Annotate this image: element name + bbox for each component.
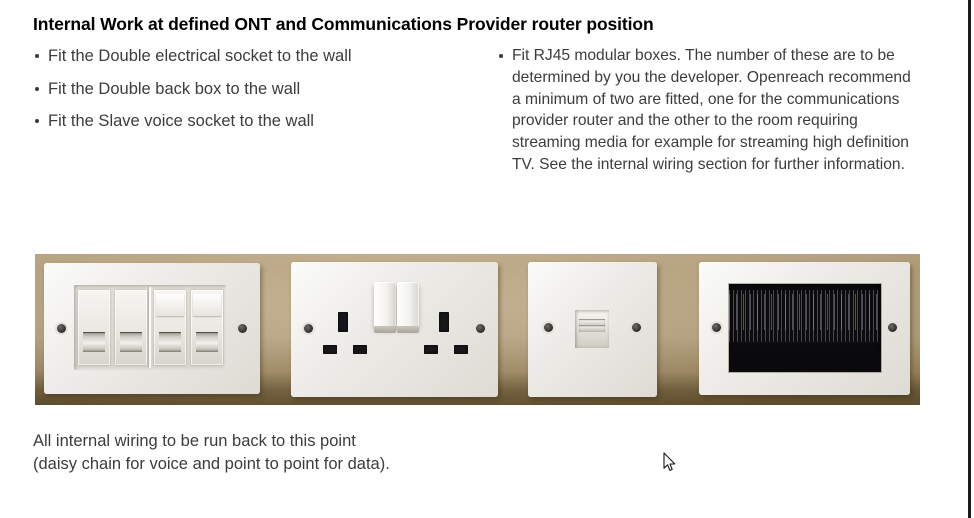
brush-recess	[729, 284, 881, 372]
screw-icon	[544, 323, 553, 332]
right-column: Fit RJ45 modular boxes. The number of th…	[497, 45, 917, 176]
brush-entry-plate	[699, 262, 910, 395]
bullet-text: Fit the Double back box to the wall	[48, 79, 301, 98]
rj45-shutter	[156, 294, 184, 316]
screw-icon	[632, 323, 641, 332]
rj45-shutter	[193, 294, 221, 316]
photo-caption: All internal wiring to be run back to th…	[33, 430, 390, 475]
double-electrical-socket	[291, 262, 498, 397]
rj45-port	[115, 290, 147, 365]
screw-icon	[304, 324, 313, 333]
list-item: Fit the Double back box to the wall	[33, 78, 473, 101]
mouse-cursor-icon	[663, 452, 676, 471]
socket-earth-slot	[338, 312, 348, 332]
caption-line-1: All internal wiring to be run back to th…	[33, 432, 356, 450]
brush-bristles	[729, 290, 881, 342]
rj45-jack	[159, 332, 181, 352]
caption-line-2: (daisy chain for voice and point to poin…	[33, 454, 390, 473]
page-title: Internal Work at defined ONT and Communi…	[33, 14, 654, 34]
screw-icon	[712, 323, 721, 332]
voice-jack-slot	[579, 319, 605, 332]
brush-shadow	[729, 338, 881, 372]
rj45-modular-faceplate	[44, 263, 260, 394]
socket-neutral-slot	[353, 345, 367, 354]
list-item: Fit the Slave voice socket to the wall	[33, 110, 473, 133]
socket-earth-slot	[439, 312, 449, 332]
module-recess	[74, 285, 226, 370]
rj45-jack	[120, 332, 142, 352]
bullet-text: Fit RJ45 modular boxes. The number of th…	[512, 47, 911, 173]
socket-neutral-slot	[454, 345, 468, 354]
socket-switch-rocker[interactable]	[374, 282, 396, 333]
rj45-port	[78, 290, 110, 365]
list-item: Fit the Double electrical socket to the …	[33, 45, 473, 68]
screw-icon	[238, 324, 247, 333]
left-bullet-list: Fit the Double electrical socket to the …	[33, 45, 473, 133]
screw-icon	[57, 324, 66, 333]
screw-icon	[888, 323, 897, 332]
socket-live-slot	[323, 345, 337, 354]
voice-jack	[575, 310, 609, 348]
bullet-text: Fit the Slave voice socket to the wall	[48, 112, 314, 130]
list-item: Fit RJ45 modular boxes. The number of th…	[497, 45, 917, 176]
brush-bristles	[729, 294, 881, 330]
slave-voice-socket	[528, 262, 657, 397]
socket-switch-rocker[interactable]	[397, 282, 419, 333]
faceplates-photo	[35, 254, 920, 405]
rj45-jack	[83, 332, 105, 352]
bullet-text: Fit the Double electrical socket to the …	[48, 47, 352, 65]
page-edge-rule	[968, 0, 971, 518]
left-column: Fit the Double electrical socket to the …	[33, 45, 473, 143]
rj45-port	[154, 290, 186, 365]
right-bullet-list: Fit RJ45 modular boxes. The number of th…	[497, 45, 917, 176]
module-divider	[149, 287, 151, 368]
screw-icon	[476, 324, 485, 333]
rj45-jack	[196, 332, 218, 352]
rj45-port	[191, 290, 223, 365]
socket-live-slot	[424, 345, 438, 354]
